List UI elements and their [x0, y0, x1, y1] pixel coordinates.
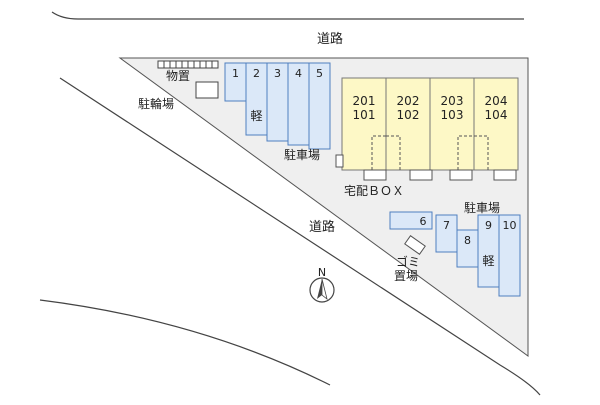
parking-space-label: 1 [232, 67, 239, 80]
kei-label-top: 軽 [250, 109, 262, 123]
parking-space-label: 9 [485, 219, 492, 232]
unit-number: 203 [441, 94, 464, 108]
unit-number: 101 [353, 108, 376, 122]
unit-number: 201 [353, 94, 376, 108]
unit-number: 104 [485, 108, 508, 122]
garbage-area [404, 235, 426, 255]
parking-space-5 [308, 62, 331, 150]
bicycle-parking-area [195, 81, 219, 99]
delivery-box-label: 宅配ＢＯＸ [344, 183, 404, 198]
parking-space-10 [498, 214, 521, 297]
unit-number: 103 [441, 108, 464, 122]
parking-space-label: 5 [316, 67, 323, 80]
kei-label-right: 軽 [482, 254, 494, 268]
parking-top: 1 2 3 4 5 軽 [224, 62, 331, 150]
top-road-label: 道路 [317, 31, 343, 47]
parking-space-label: 6 [420, 215, 427, 228]
delivery-box [335, 154, 344, 168]
unit-number: 204 [485, 94, 508, 108]
parking-label-right: 駐車場 [464, 200, 500, 215]
top-road-line [51, 11, 524, 20]
storage-shed [157, 60, 219, 69]
bicycle-parking-label: 駐輪場 [138, 96, 174, 111]
storage-label: 物置 [166, 69, 190, 83]
parking-right: 6 7 8 9 10 軽 [389, 211, 521, 297]
garbage-label-line2: 置場 [394, 269, 418, 283]
north-compass-icon [309, 277, 335, 303]
parking-space-label: 4 [295, 67, 302, 80]
diagonal-road-lower-edge [39, 299, 331, 386]
diagonal-road-upper-edge [59, 77, 541, 396]
parking-space-label: 2 [253, 67, 260, 80]
parking-space-label: 3 [274, 67, 281, 80]
parking-space-label: 10 [503, 219, 517, 232]
diagonal-road-label: 道路 [309, 219, 335, 235]
parking-space-6 [389, 211, 433, 230]
parking-space-label: 8 [464, 234, 471, 247]
parking-label-top: 駐車場 [284, 147, 320, 162]
garbage-label-line1: ゴミ [396, 254, 420, 269]
unit-number: 102 [397, 108, 420, 122]
unit-number: 202 [397, 94, 420, 108]
apartment-building: 201 101 202 102 203 103 204 104 [335, 77, 519, 181]
compass-label: N [318, 266, 326, 279]
parking-space-label: 7 [443, 219, 450, 232]
